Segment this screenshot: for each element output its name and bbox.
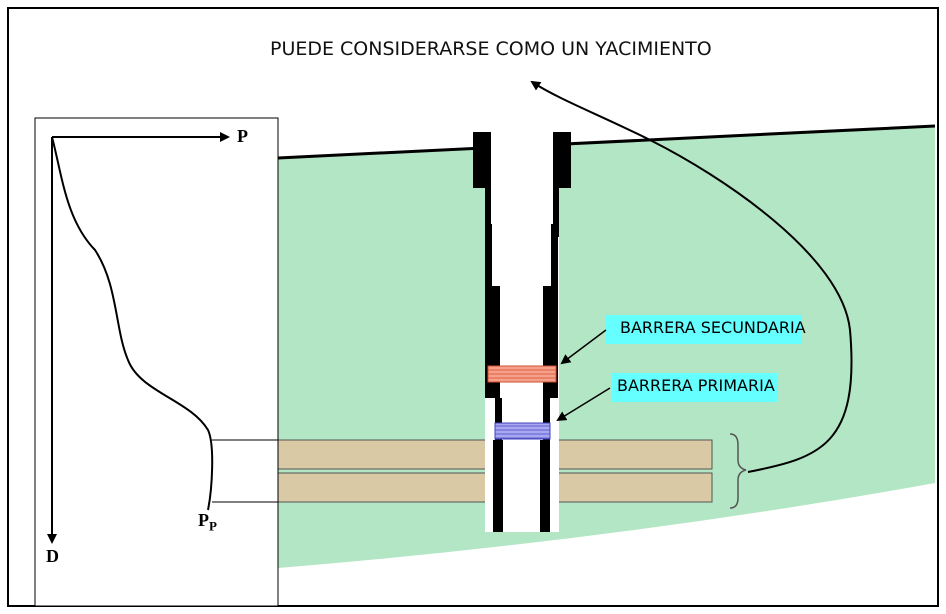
pore-pressure-label: PP (198, 510, 217, 535)
conductor-right (559, 132, 571, 188)
primary-pointer (556, 387, 611, 422)
diagram-title: PUEDE CONSIDERARSE COMO UN YACIMIENTO (270, 38, 712, 60)
pore-pressure-main: P (198, 510, 209, 530)
pressure-axis-label: P (237, 126, 248, 146)
primary-label-highlight (612, 373, 778, 402)
intermediate-casing-right (551, 224, 558, 286)
primary-barrier-label: BARRERA PRIMARIA (617, 376, 775, 395)
primary-barrier-plug (494, 422, 551, 440)
pressure-profile-panel (34, 117, 279, 607)
secondary-label-highlight (606, 315, 802, 344)
surface-casing-left (485, 132, 491, 237)
pressure-curve (51, 136, 214, 511)
pore-pressure-subscript: P (209, 518, 217, 534)
secondary-pointer (560, 329, 607, 365)
conductor-left (473, 132, 485, 188)
outer-frame (7, 7, 939, 607)
secondary-barrier-plug (487, 365, 557, 383)
reservoir-callout-arrow (530, 80, 853, 473)
depth-axis-label: D (46, 546, 59, 566)
intermediate-casing-left (485, 224, 492, 286)
liner-cement-right (540, 440, 550, 532)
secondary-barrier-label: BARRERA SECUNDARIA (620, 318, 806, 337)
reservoir-bracket (729, 433, 747, 509)
liner-cement-left (493, 440, 503, 532)
surface-casing-right (553, 132, 559, 237)
ground-surface-line (277, 124, 936, 160)
